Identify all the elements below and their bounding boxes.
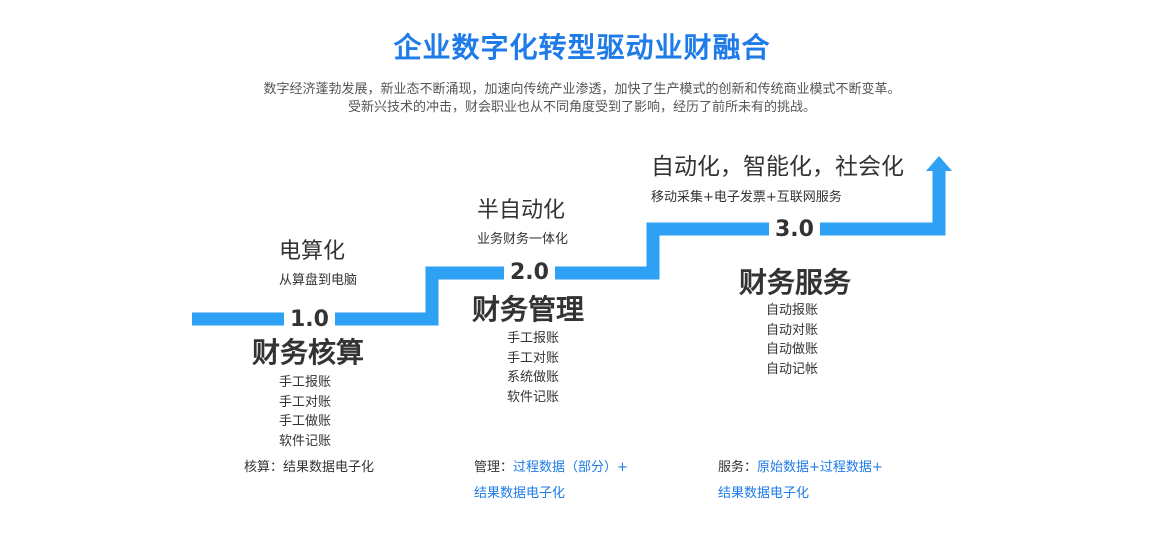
page-title: 企业数字化转型驱动业财融合 bbox=[393, 31, 771, 64]
list-item: 手工报账 bbox=[507, 331, 560, 346]
stage-2-version: 2.0 bbox=[504, 260, 555, 285]
list-item: 手工对账 bbox=[279, 394, 332, 410]
arrow-head-icon bbox=[926, 156, 952, 171]
list-item: 手工报账 bbox=[279, 375, 332, 390]
stage-2-items: 手工报账 手工对账 系统做账 软件记账 bbox=[507, 329, 559, 407]
stage-1-subtitle: 从算盘到电脑 bbox=[279, 273, 358, 288]
list-item: 系统做账 bbox=[507, 370, 560, 385]
stage-1-phase: 电算化 bbox=[279, 239, 346, 264]
note-label: 核算： bbox=[244, 460, 284, 475]
list-item: 软件记账 bbox=[279, 433, 332, 449]
note-value: 结果数据电子化 bbox=[283, 460, 375, 475]
stage-2-subtitle: 业务财务一体化 bbox=[477, 232, 569, 247]
list-item: 软件记账 bbox=[507, 389, 560, 405]
list-item: 手工对账 bbox=[507, 350, 560, 366]
note-value: 原始数据+过程数据+ 结果数据电子化 bbox=[718, 460, 883, 501]
stage-2-phase: 半自动化 bbox=[477, 198, 566, 223]
stage-3-phase: 自动化，智能化，社会化 bbox=[651, 154, 904, 180]
list-item: 自动报账 bbox=[766, 303, 819, 318]
stage-1-note: 核算：结果数据电子化 bbox=[244, 455, 444, 481]
note-label: 管理： bbox=[474, 460, 514, 475]
stage-3-version: 3.0 bbox=[769, 217, 820, 242]
stage-3-items: 自动报账 自动对账 自动做账 自动记帐 bbox=[766, 301, 818, 379]
stage-1-version: 1.0 bbox=[284, 307, 335, 332]
intro-line-1: 数字经济蓬勃发展，新业态不断涌现，加速向传统产业渗透，加快了生产模式的创新和传统… bbox=[263, 82, 901, 97]
list-item: 自动做账 bbox=[766, 342, 819, 357]
stage-2-note: 管理：过程数据（部分）+ 结果数据电子化 bbox=[474, 455, 644, 507]
stage-1-items: 手工报账 手工对账 手工做账 软件记账 bbox=[279, 373, 331, 451]
note-value: 过程数据（部分）+ 结果数据电子化 bbox=[474, 460, 628, 501]
staircase-path bbox=[192, 166, 946, 326]
stage-3-subtitle: 移动采集+电子发票+互联网服务 bbox=[651, 190, 842, 205]
intro-line-2: 受新兴技术的冲击，财会职业也从不同角度受到了影响，经历了前所未有的挑战。 bbox=[347, 100, 816, 115]
stage-3-note: 服务：原始数据+过程数据+ 结果数据电子化 bbox=[718, 455, 898, 507]
list-item: 手工做账 bbox=[279, 414, 332, 429]
stage-3-name: 财务服务 bbox=[739, 266, 852, 299]
note-label: 服务： bbox=[718, 460, 758, 475]
stage-1-name: 财务核算 bbox=[252, 336, 365, 369]
list-item: 自动对账 bbox=[766, 322, 819, 338]
stage-2-name: 财务管理 bbox=[472, 293, 585, 326]
list-item: 自动记帐 bbox=[766, 361, 819, 377]
